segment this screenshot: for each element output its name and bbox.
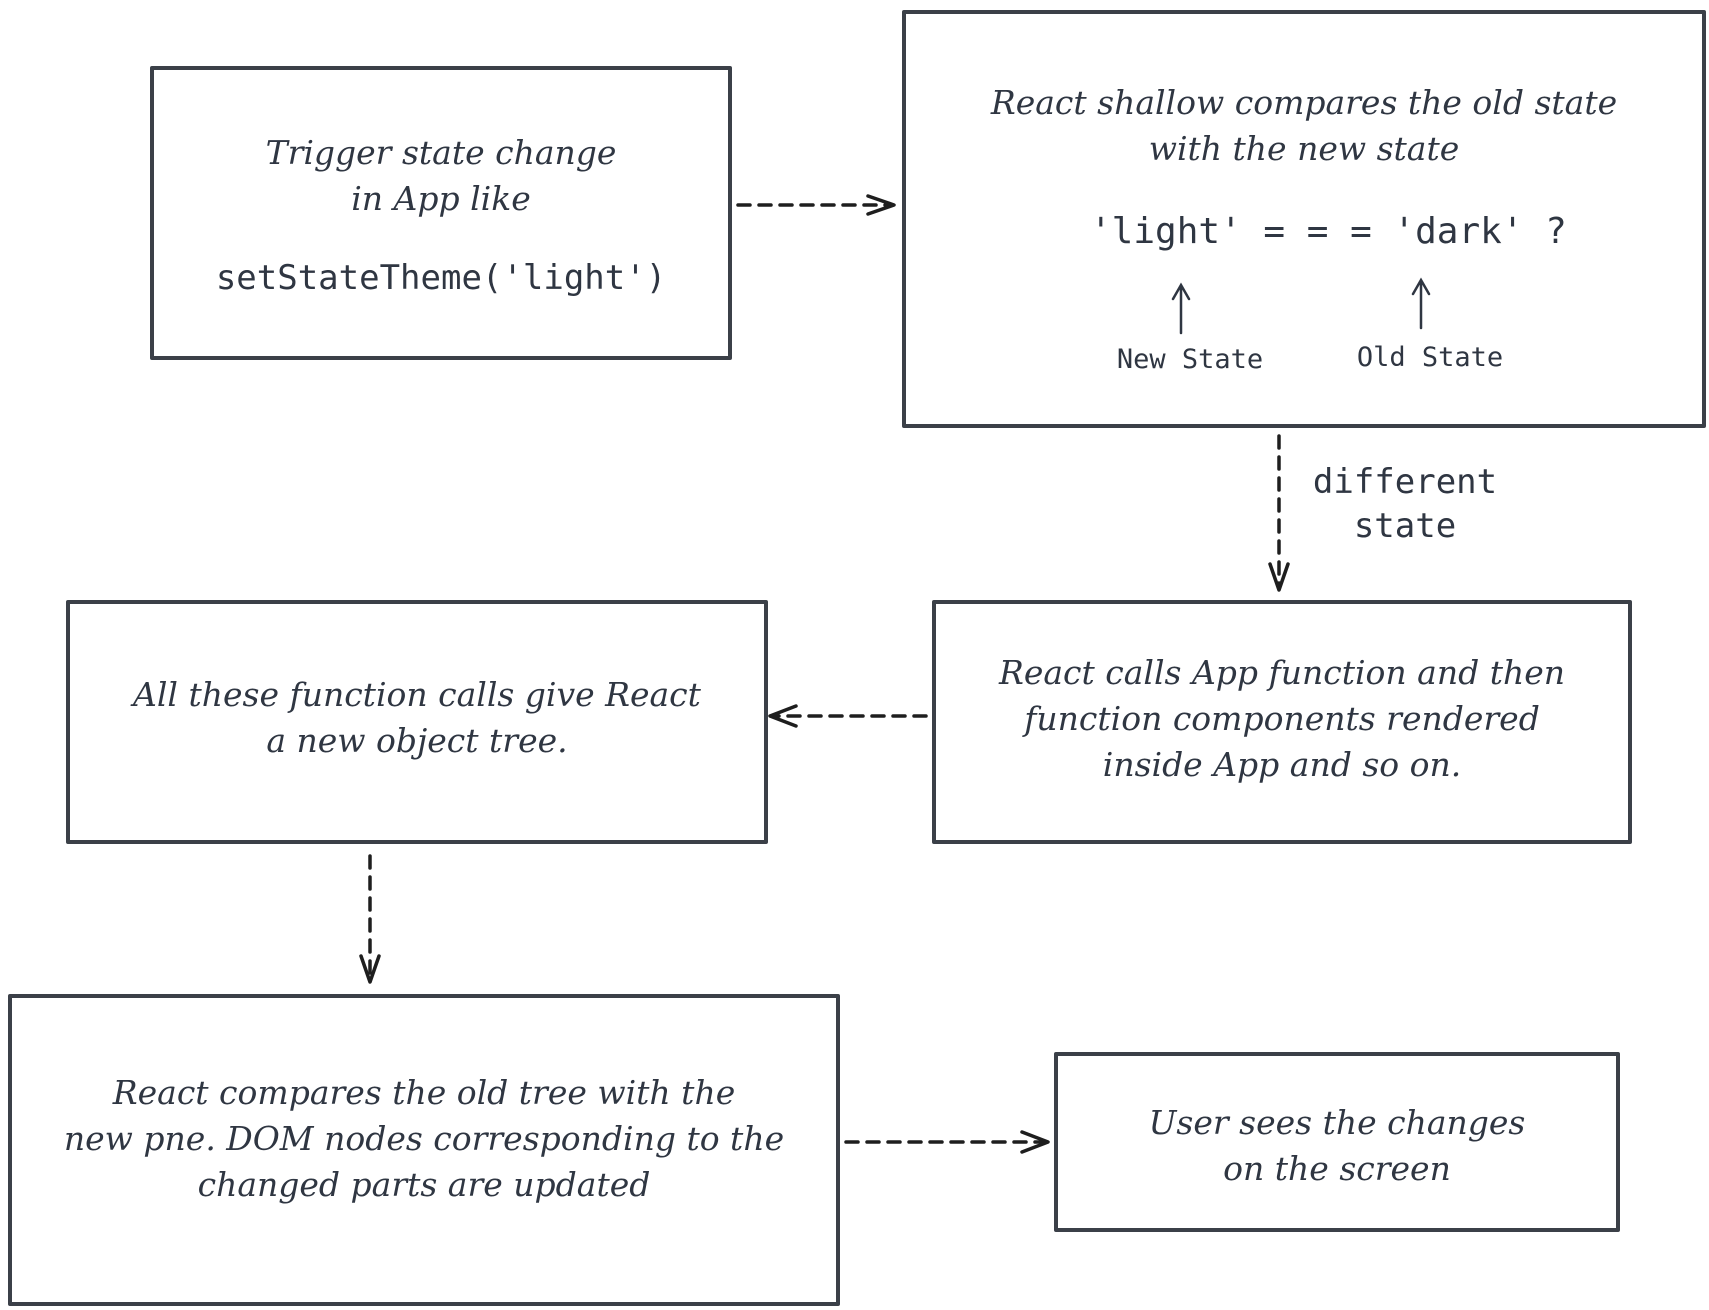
set-state-code: setStateTheme('light') (215, 258, 667, 298)
compare-trees-text: React compares the old tree with the new… (8, 1070, 840, 1208)
up-arrow-old-state (1411, 277, 1431, 330)
user-sees-line-1: User sees the changes (1148, 1103, 1526, 1142)
box-react-calls-app (932, 600, 1632, 844)
object-tree-line-1: All these function calls give React (133, 675, 701, 714)
object-tree-text: All these function calls give React a ne… (66, 672, 768, 764)
react-calls-line-3: inside App and so on. (1102, 745, 1462, 784)
compare-trees-line-1: React compares the old tree with the (112, 1073, 736, 1112)
arrowhead-calls-to-tree (768, 704, 798, 728)
react-calls-line-2: function components rendered (1024, 699, 1540, 738)
compare-trees-line-2: new pne. DOM nodes corresponding to the (63, 1119, 785, 1158)
react-calls-line-1: React calls App function and then (998, 653, 1565, 692)
old-state-label: Old State (1356, 342, 1504, 373)
arrowhead-compare-trees-to-user (1020, 1130, 1050, 1154)
box-compare-trees (8, 994, 840, 1306)
shallow-compare-text: React shallow compares the old state wit… (902, 80, 1706, 172)
arrowhead-compare-to-calls (1268, 562, 1290, 592)
object-tree-line-2: a new object tree. (266, 721, 568, 760)
box-trigger-state-change (150, 66, 732, 360)
different-state-line-1: different (1312, 462, 1498, 502)
new-state-label: New State (1116, 344, 1264, 375)
user-sees-line-2: on the screen (1223, 1149, 1451, 1188)
arrowhead-trigger-to-compare (866, 194, 896, 216)
up-arrow-new-state (1171, 282, 1191, 335)
shallow-compare-line-2: with the new state (1148, 129, 1460, 168)
different-state-line-2: state (1353, 506, 1457, 546)
shallow-compare-line-1: React shallow compares the old state (990, 83, 1618, 122)
trigger-line-1: Trigger state change (265, 133, 617, 172)
arrowhead-tree-to-compare-trees (359, 954, 381, 984)
box-user-sees-changes (1054, 1052, 1620, 1232)
different-state-label: different state (1300, 460, 1510, 548)
compare-trees-line-3: changed parts are updated (197, 1165, 651, 1204)
user-sees-text: User sees the changes on the screen (1054, 1100, 1620, 1192)
comparison-expression: 'light' = = = 'dark' ? (1090, 211, 1567, 252)
trigger-line-2: in App like (351, 179, 531, 218)
box-shallow-compare (902, 10, 1706, 428)
react-calls-text: React calls App function and then functi… (932, 650, 1632, 788)
trigger-text: Trigger state change in App like (150, 130, 732, 222)
box-new-object-tree (66, 600, 768, 844)
